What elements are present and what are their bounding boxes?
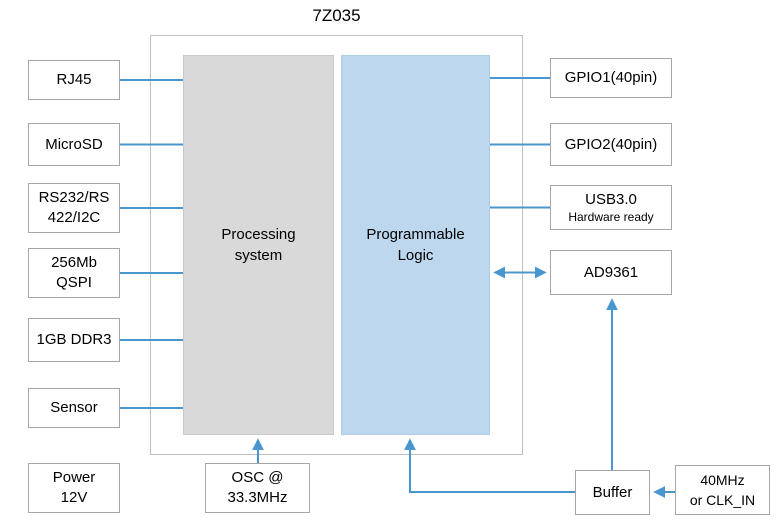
processing-system-block: Processing system — [183, 55, 334, 435]
diagram-title: 7Z035 — [312, 6, 361, 25]
node-usb3: USB3.0 Hardware ready — [550, 185, 672, 230]
usb3-label: USB3.0 — [585, 191, 637, 208]
node-power-12v: Power 12V — [28, 463, 120, 513]
node-buffer: Buffer — [575, 470, 650, 515]
node-osc-33mhz: OSC @ 33.3MHz — [205, 463, 310, 513]
node-ad9361: AD9361 — [550, 250, 672, 295]
node-rj45: RJ45 — [28, 60, 120, 100]
node-sensor: Sensor — [28, 388, 120, 428]
node-256mb-qspi: 256Mb QSPI — [28, 248, 120, 298]
programmable-logic-block: Programmable Logic — [341, 55, 490, 435]
node-rs232-rs422-i2c: RS232/RS 422/I2C — [28, 183, 120, 233]
node-microsd: MicroSD — [28, 123, 120, 166]
node-gpio2: GPIO2(40pin) — [550, 123, 672, 166]
node-gpio1: GPIO1(40pin) — [550, 58, 672, 98]
usb3-sublabel: Hardware ready — [568, 210, 654, 224]
node-40mhz-clk-in: 40MHz or CLK_IN — [675, 465, 770, 515]
node-1gb-ddr3: 1GB DDR3 — [28, 318, 120, 362]
